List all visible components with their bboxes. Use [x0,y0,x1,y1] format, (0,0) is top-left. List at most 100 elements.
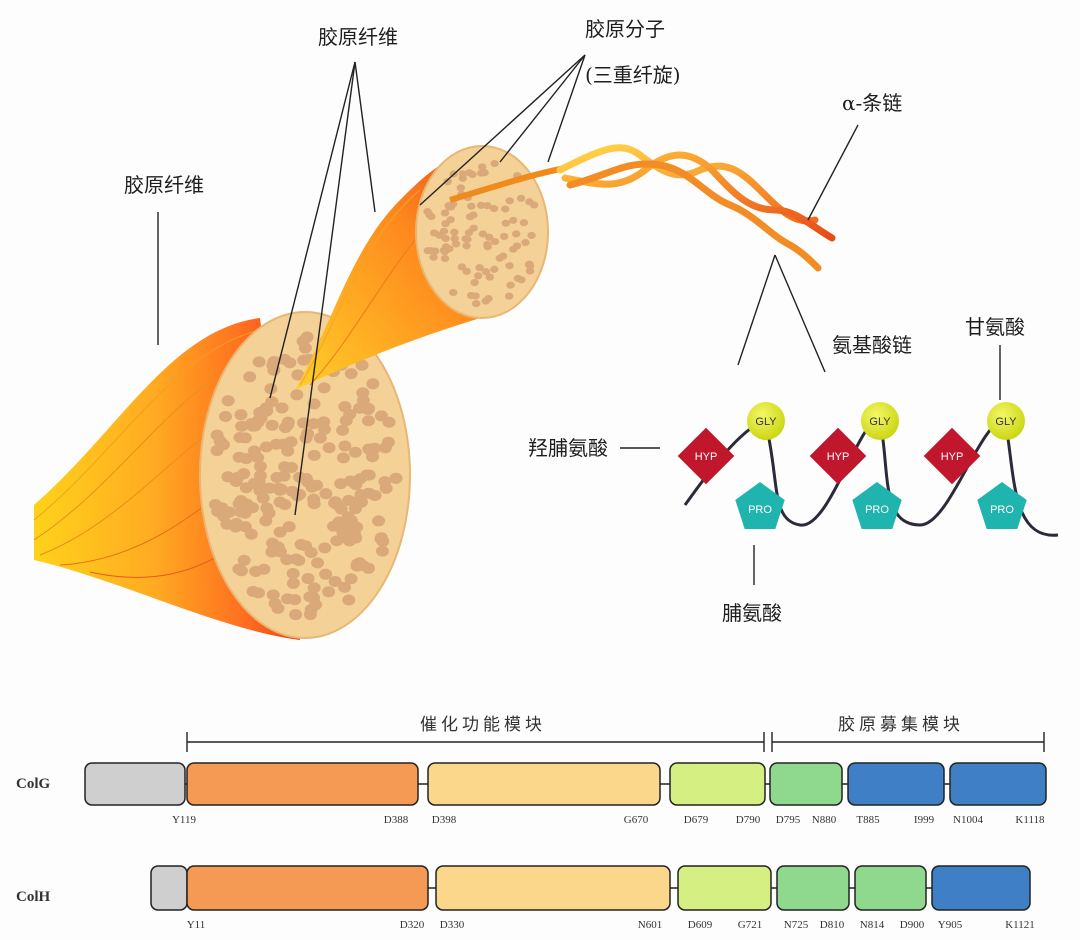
fibril-dot [378,442,392,454]
fibril-dot [509,245,518,253]
fibril-dot [234,506,248,518]
glycine-marker: GLY [861,402,899,440]
fibril-dot [265,419,279,431]
residue-position-label: D609 [688,919,713,931]
fibril-dot [237,554,251,566]
fibril-dot [270,471,284,483]
fibril-dot [339,415,353,427]
label-collagen-recruitment-module: 胶原募集模块 [838,715,964,735]
fibril-dot [431,247,440,255]
fibril-dot [441,220,450,228]
fibril-dot [450,234,459,243]
fibril-dot [484,294,493,303]
residue-position-label: N814 [860,919,885,931]
residue-position-label: D810 [820,919,845,931]
domain-segment [186,762,419,806]
fibril-dot [210,445,224,457]
fibril-dot [307,418,321,430]
fibril-dot [305,481,319,493]
fibril-dot [355,359,369,371]
fibril-dot [313,432,327,444]
fibril-dot [243,371,257,383]
fibril-dot [468,170,477,178]
label-hydroxyproline: 羟脯氨酸 [528,436,608,460]
residue-position-label: Y905 [938,919,963,931]
fibril-dot [362,403,376,415]
fibril-dot [525,260,534,268]
fibril-dot [501,219,511,227]
fibril-dot [463,235,472,243]
fibril-dot [517,276,526,284]
fibril-dot [429,253,438,261]
svg-text:GLY: GLY [869,416,891,428]
fibril-dot [251,452,265,464]
fibril-dot [490,238,500,246]
residue-position-label: D320 [400,919,425,931]
fibril-dot [281,416,295,428]
fibril-dot [519,219,529,227]
fibril-dot [259,402,273,414]
residue-position-label: D900 [900,919,925,931]
domain-segment [84,762,186,806]
residue-position-label: D795 [776,814,801,826]
domain-segment [949,762,1047,806]
fibril-dot [490,265,499,273]
domain-segment [931,865,1031,911]
fibril-dot [372,515,386,527]
fibril-dot [290,389,304,401]
label-alpha-chain: α-条链 [842,91,902,115]
fibril-dot [234,409,248,421]
domain-segment [776,865,850,911]
fibril-dot [344,368,358,380]
label-collagen-fiber-top: 胶原纤维 [318,25,398,49]
fibril-dot [259,441,273,453]
fibril-dot [289,553,303,565]
fibril-dot [458,170,468,178]
glycine-marker: GLY [747,402,785,440]
fibril-dot [441,234,450,243]
fibril-dot [483,202,492,210]
residue-position-label: G721 [738,919,762,931]
fibril-dot [218,410,232,423]
fibril-dot [521,238,530,247]
domain-segment [435,865,671,911]
fibril-dot [525,198,534,206]
fibril-dot [338,401,352,413]
fibril-dot [311,557,325,569]
fibril-dot [288,594,302,606]
fibril-dot [322,442,336,454]
fibril-dot [307,449,321,461]
fibril-dot [443,178,452,186]
fibril-dot [470,278,479,287]
svg-text:GLY: GLY [995,416,1017,428]
domain-segment [150,865,188,911]
residue-position-label: G670 [624,814,649,826]
domain-segment [186,865,429,911]
fibril-dot [445,245,454,253]
fibril-dot [319,568,333,580]
fibril-dot [477,169,486,177]
fibril-dot [440,254,450,263]
fibril-dot [301,428,315,440]
fibril-dot [269,438,283,450]
fibril-dot [221,471,235,483]
fibril-dot [343,475,357,487]
hydroxyproline-marker: HYP [677,427,735,485]
fibril-dot [366,378,380,390]
fibril-dot [234,495,248,507]
fibril-dot [504,292,514,300]
fibril-dot [456,184,466,192]
label-catalytic-module: 催化功能模块 [420,715,546,735]
fibril-dot [233,431,247,444]
fibril-dot [475,264,484,272]
fibril-dot [246,502,260,514]
fibril-dot [471,292,480,300]
fibril-dot [448,288,458,297]
residue-position-label: N1004 [953,814,983,826]
fibril-dot [485,273,494,281]
fibril-dot [273,484,287,496]
fibril-dot [509,216,518,224]
residue-position-label: D398 [432,814,457,826]
domain-segment [854,865,927,911]
